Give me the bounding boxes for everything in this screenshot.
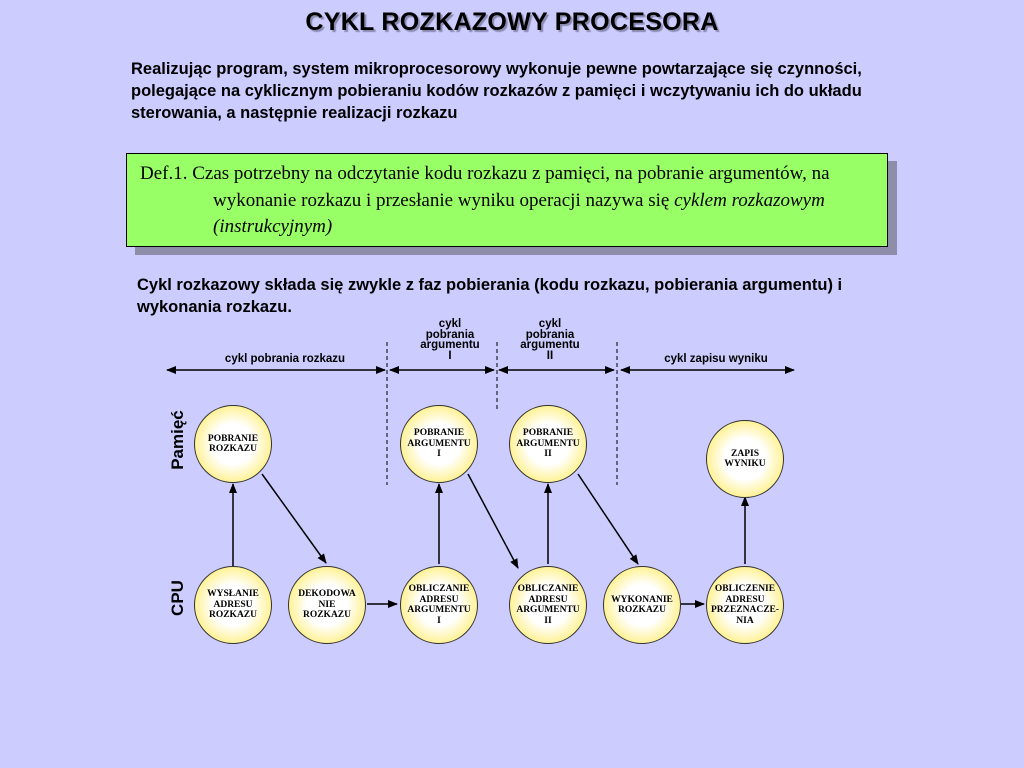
arrow-fetch-to-decode bbox=[261, 473, 327, 564]
phases-paragraph: Cykl rozkazowy składa się zwykle z faz p… bbox=[137, 276, 843, 316]
definition-box bbox=[126, 153, 888, 247]
definition-main-text: Def.1. Czas potrzebny na odczytanie kodu… bbox=[140, 163, 830, 211]
row-label-cpu: CPU bbox=[168, 580, 187, 616]
phase-label-fetch-arg2: cykl pobrania argumentu II bbox=[520, 318, 580, 362]
phase-label-fetch-instruction: cykl pobrania rozkazu bbox=[224, 353, 346, 365]
node-pobranie-rozkazu: POBRANIE ROZKAZU bbox=[194, 405, 272, 483]
phase-label-write-result: cykl zapisu wyniku bbox=[664, 353, 768, 365]
node-wykonanie-rozkazu: WYKONANIE ROZKAZU bbox=[603, 566, 681, 644]
row-label-memory: Pamięć bbox=[168, 410, 187, 470]
phase-label-fetch-arg1: cykl pobrania argumentu I bbox=[420, 318, 480, 362]
node-dekodowanie-rozkazu: DEKODOWA NIE ROZKAZU bbox=[288, 566, 366, 644]
node-wyslanie-adresu-rozkazu: WYSŁANIE ADRESU ROZKAZU bbox=[194, 566, 272, 644]
node-pobranie-argumentu-1: POBRANIE ARGUMENTU I bbox=[400, 405, 478, 483]
node-obliczanie-adresu-argumentu-2: OBLICZANIE ADRESU ARGUMENTU II bbox=[509, 566, 587, 644]
definition-term: cyklem rozkazowym (instrukcyjnym) bbox=[213, 189, 825, 238]
node-zapis-wyniku: ZAPIS WYNIKU bbox=[706, 420, 784, 498]
node-pobranie-argumentu-2: POBRANIE ARGUMENTU II bbox=[509, 405, 587, 483]
node-obliczanie-adresu-argumentu-1: OBLICZANIE ADRESU ARGUMENTU I bbox=[400, 566, 478, 644]
intro-paragraph: Realizując program, system mikroprocesor… bbox=[131, 60, 862, 122]
arrow-fetch-arg1-to-calc-arg2 bbox=[467, 473, 519, 569]
slide-title: CYKL ROZKAZOWY PROCESORA bbox=[305, 8, 719, 36]
arrow-fetch-arg2-to-execute bbox=[577, 473, 639, 565]
definition-text: Def.1. Czas potrzebny na odczytanie kodu… bbox=[140, 161, 880, 241]
node-obliczenie-adresu-przeznaczenia: OBLICZENIE ADRESU PRZEZNACZE- NIA bbox=[706, 566, 784, 644]
